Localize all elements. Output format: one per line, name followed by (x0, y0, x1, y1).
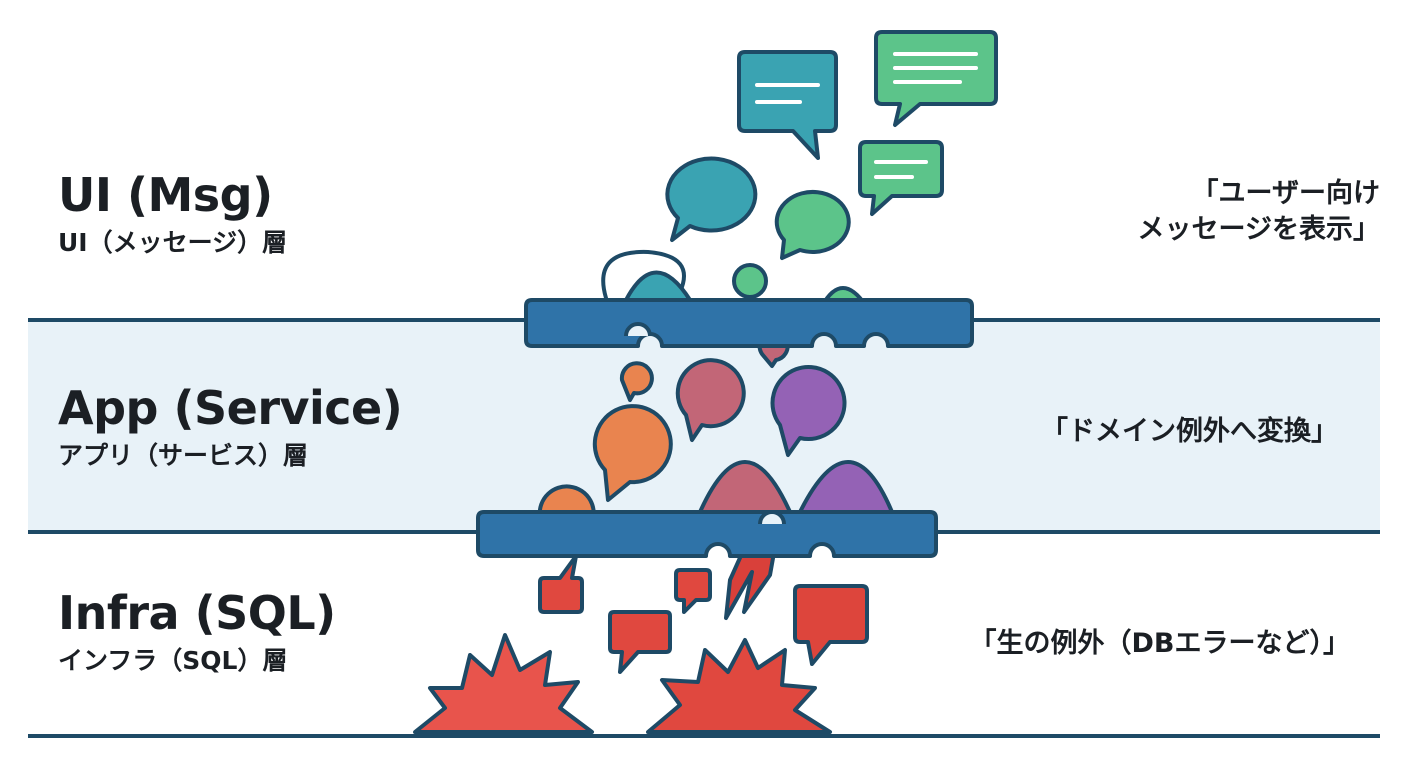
raw-error-bubble-icon (608, 610, 672, 674)
infra-layer-title: Infra (SQL) (58, 586, 336, 640)
filter-notch (624, 322, 652, 337)
domain-exception-bubble-icon (675, 358, 746, 442)
ui-layer-subtitle: UI（メッセージ）層 (58, 228, 288, 257)
emerging-message-dot-icon (732, 263, 768, 299)
ui-layer-title: UI (Msg) (58, 168, 273, 222)
app-layer-title: App (Service) (58, 381, 403, 435)
app-layer-subtitle: アプリ（サービス）層 (58, 441, 309, 470)
partial-message-arc-icon (601, 249, 686, 300)
ui-filter-plate (524, 298, 974, 348)
user-message-bubble-icon (665, 156, 758, 242)
user-message-bubble-icon (774, 189, 851, 260)
domain-exception-bubble-icon (619, 361, 654, 402)
user-message-bubble-icon (874, 30, 998, 127)
raw-error-bubble-icon (538, 554, 584, 614)
user-message-bubble-icon (737, 50, 838, 160)
ui-layer-label: UI (Msg) UI（メッセージ）層 (58, 172, 287, 258)
app-layer-note: 「ドメイン例外へ変換」 (1041, 416, 1338, 447)
infra-layer-note: 「生の例外（DBエラーなど）」 (969, 628, 1351, 659)
raw-exception-burst-icon (413, 633, 594, 734)
domain-exception-bubble-icon (770, 365, 847, 457)
ui-layer-note: 「ユーザー向け メッセージを表示」 (1137, 178, 1380, 246)
domain-exception-mound-icon (798, 460, 894, 514)
emerging-message-dome-icon (624, 270, 692, 302)
raw-exception-burst-icon (646, 638, 832, 734)
raw-error-bubble-icon (674, 568, 712, 614)
domain-exception-bubble-icon (592, 404, 673, 502)
infra-layer-label: Infra (SQL) インフラ（SQL）層 (58, 590, 336, 676)
domain-exception-mound-icon (698, 460, 792, 514)
app-layer-label: App (Service) アプリ（サービス）層 (58, 381, 403, 471)
infra-layer-subtitle: インフラ（SQL）層 (58, 646, 288, 675)
filter-notch (758, 510, 786, 525)
app-filter-plate (476, 510, 938, 558)
raw-error-bubble-icon (793, 584, 869, 666)
